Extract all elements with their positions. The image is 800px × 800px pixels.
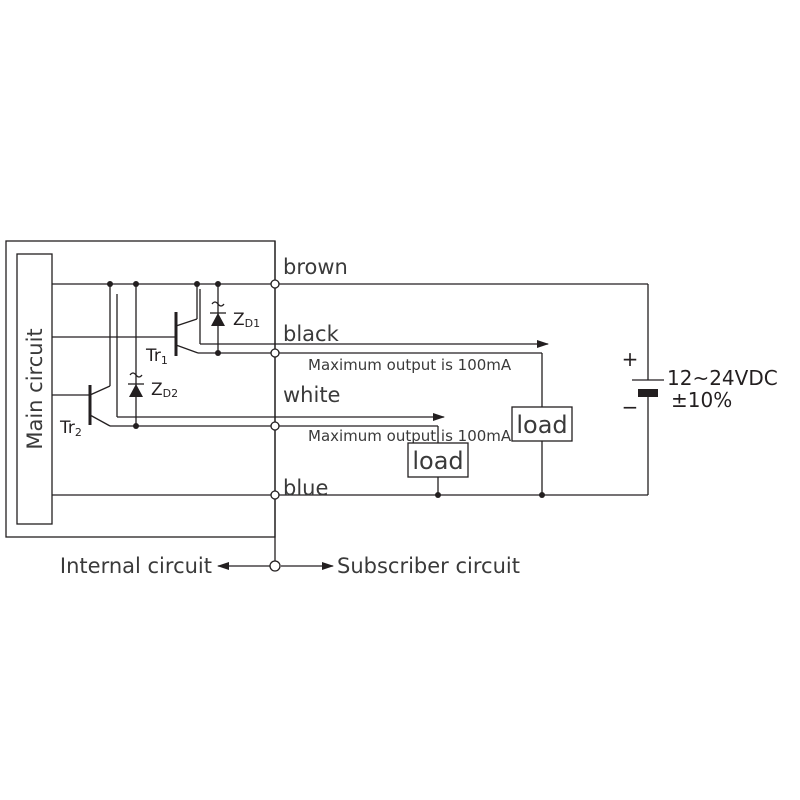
white-wire-label: white: [283, 383, 340, 407]
tr1-label: Tr1: [145, 346, 168, 367]
white-max-output-note: Maximum output is 100mA: [308, 427, 512, 445]
junction-dots: [107, 281, 545, 498]
power-minus-label: −: [622, 395, 639, 419]
load-black: [511, 406, 573, 442]
black-wire: [52, 289, 549, 495]
load-white: [407, 442, 469, 478]
brown-wire-label: brown: [283, 255, 348, 279]
power-voltage-label: 12~24VDC: [667, 366, 778, 390]
load-white-label: load: [412, 447, 463, 475]
load-black-label: load: [516, 411, 567, 439]
main-circuit-label: Main circuit: [23, 328, 47, 449]
circuit-divider: [217, 560, 334, 572]
tr2-label: Tr2: [59, 418, 82, 439]
black-wire-label: black: [283, 322, 340, 346]
main-circuit-block: [16, 253, 53, 525]
zener-diode-zd2: [128, 372, 144, 397]
zd2-label: ZD2: [151, 380, 178, 400]
brown-wire: [52, 283, 649, 380]
subscriber-circuit-label: Subscriber circuit: [337, 554, 520, 578]
blue-wire-label: blue: [283, 476, 328, 500]
zd1-label: ZD1: [233, 310, 260, 330]
wire-terminals: [270, 279, 280, 500]
internal-circuit-label: Internal circuit: [60, 554, 212, 578]
power-plus-label: +: [622, 347, 639, 371]
transistor-tr2: [88, 385, 111, 427]
zener-diode-zd1: [210, 301, 226, 326]
blue-wire: [52, 396, 649, 496]
power-supply: [632, 379, 664, 397]
power-tolerance-label: ±10%: [671, 388, 732, 412]
transistor-tr1: [174, 312, 199, 356]
black-max-output-note: Maximum output is 100mA: [308, 356, 512, 374]
